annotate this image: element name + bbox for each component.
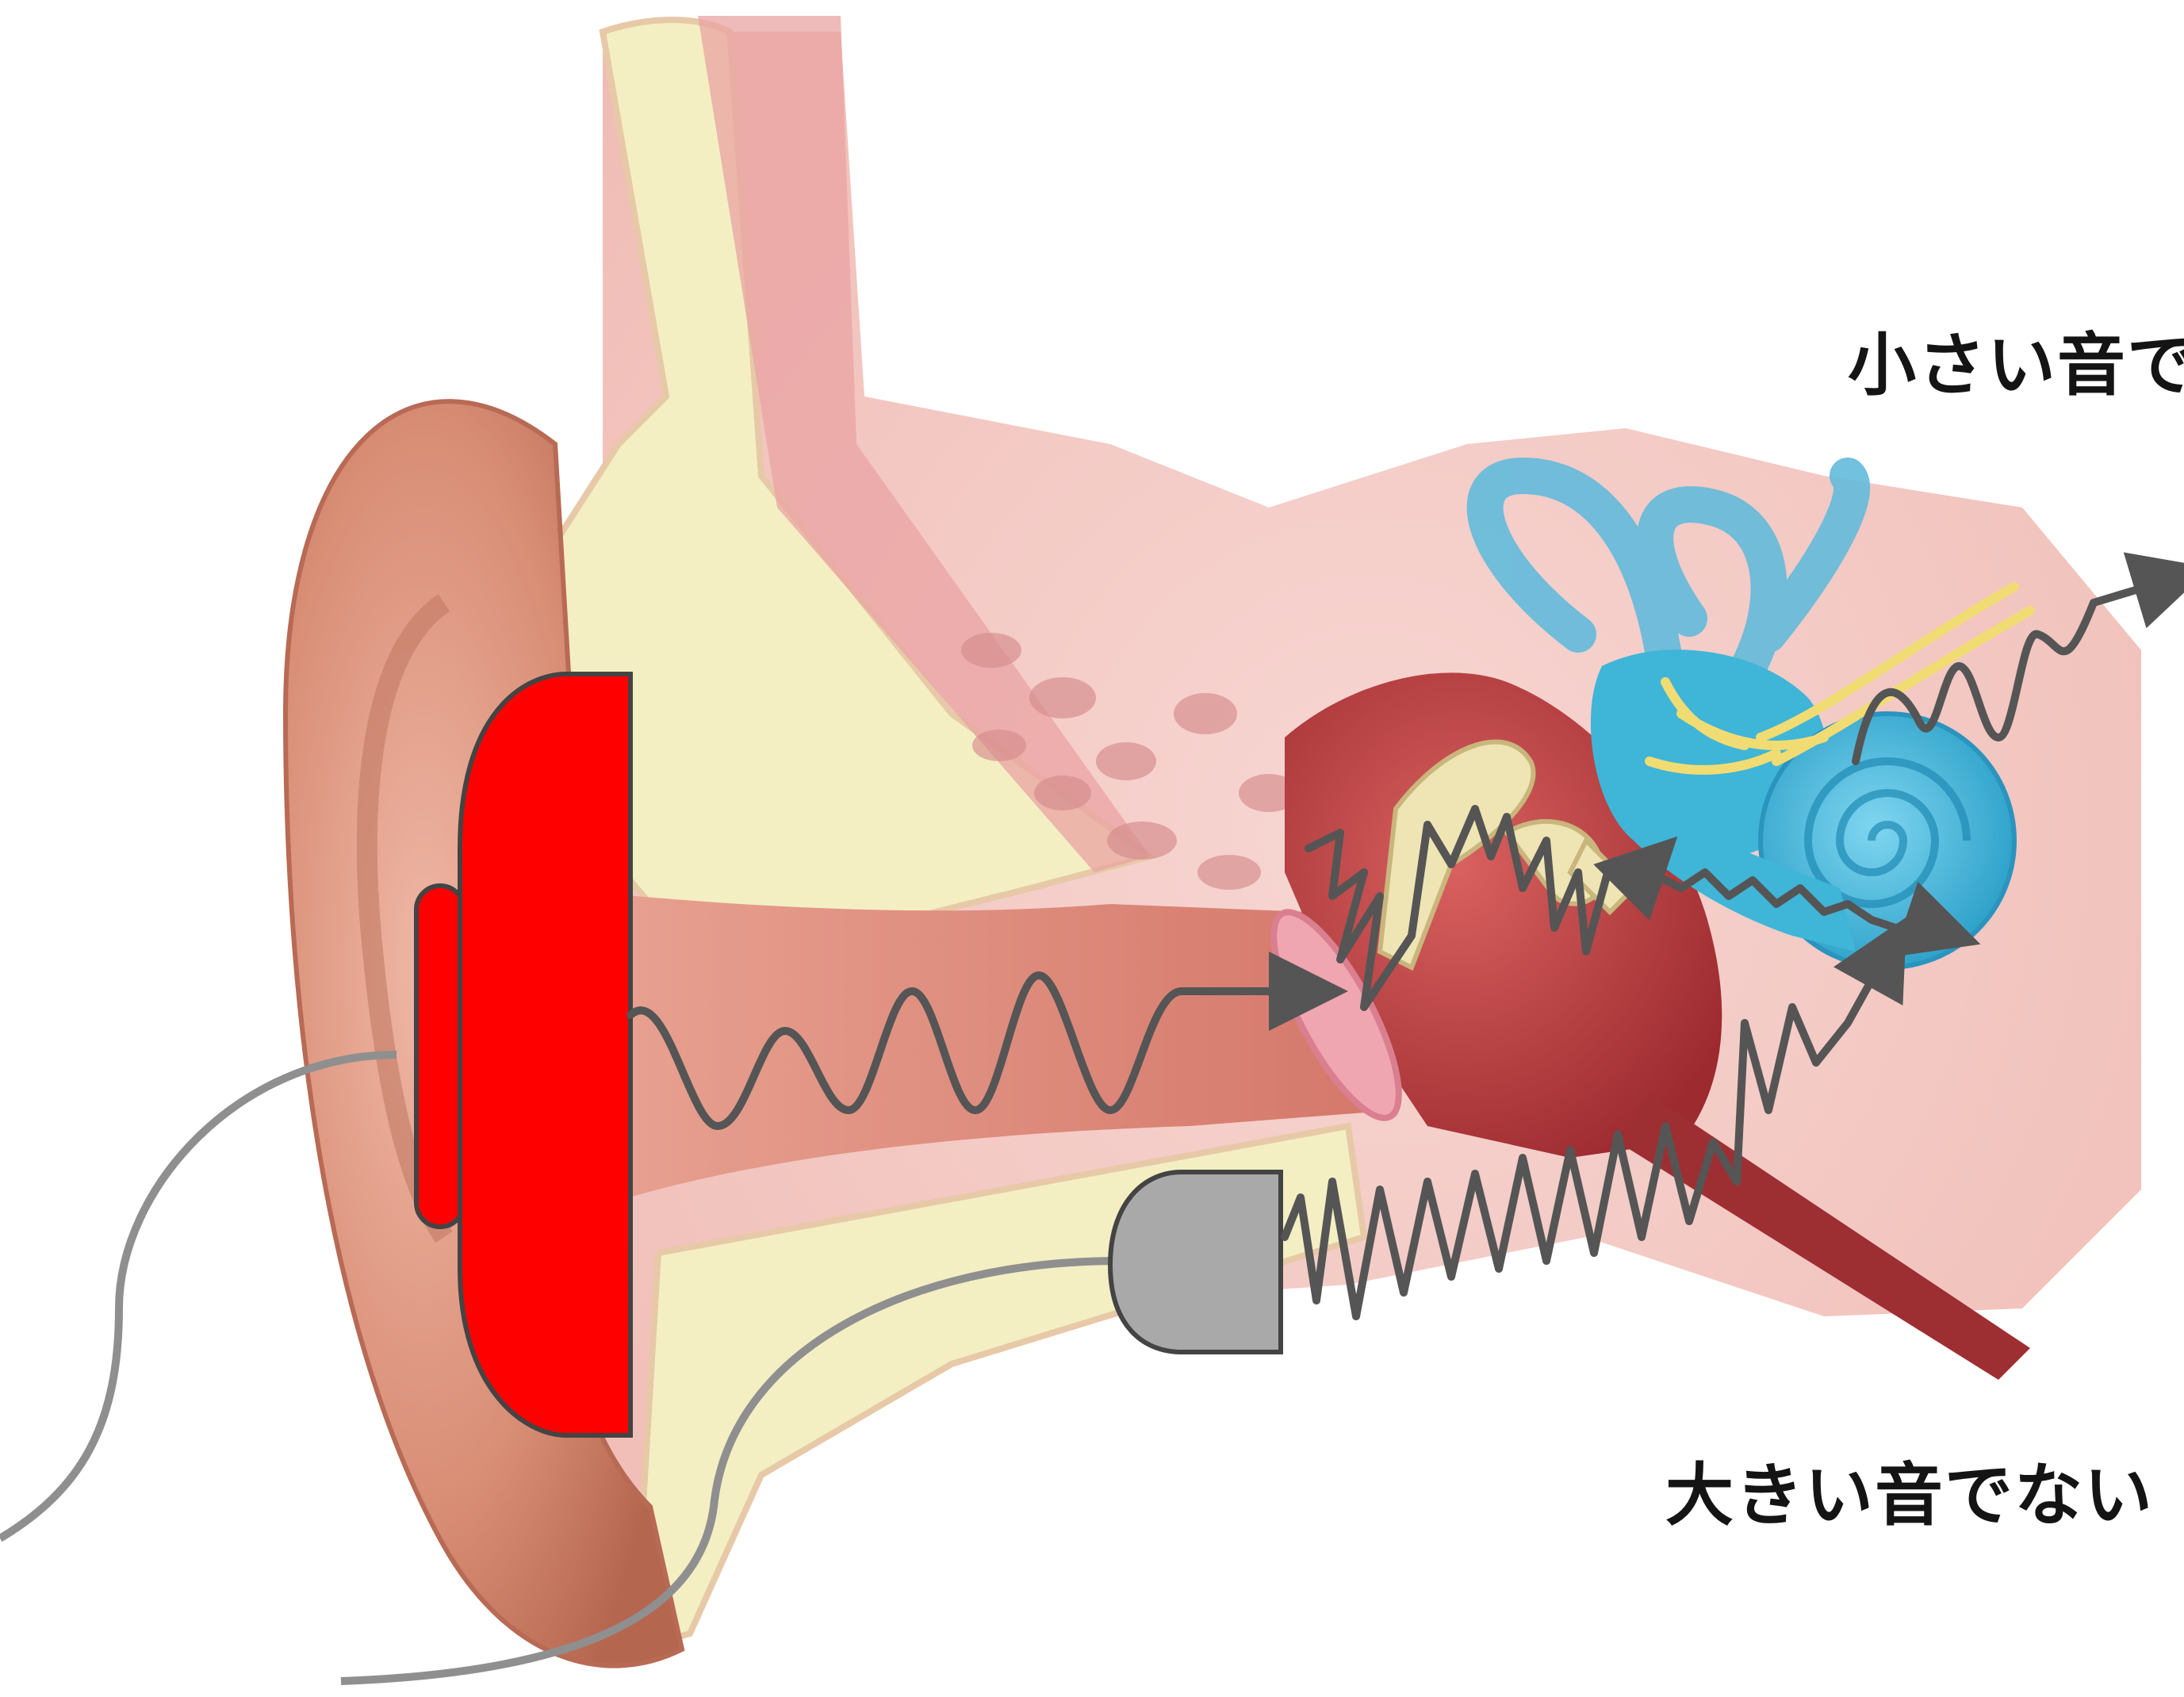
earplug-inner [416, 886, 464, 1227]
earplug-body [460, 674, 630, 1435]
label-small-sound: 小さい音で [1848, 309, 2184, 408]
label-not-loud-sound: 大きい音でない [1665, 1439, 2154, 1538]
gray-probe-icon [1110, 1172, 1281, 1352]
